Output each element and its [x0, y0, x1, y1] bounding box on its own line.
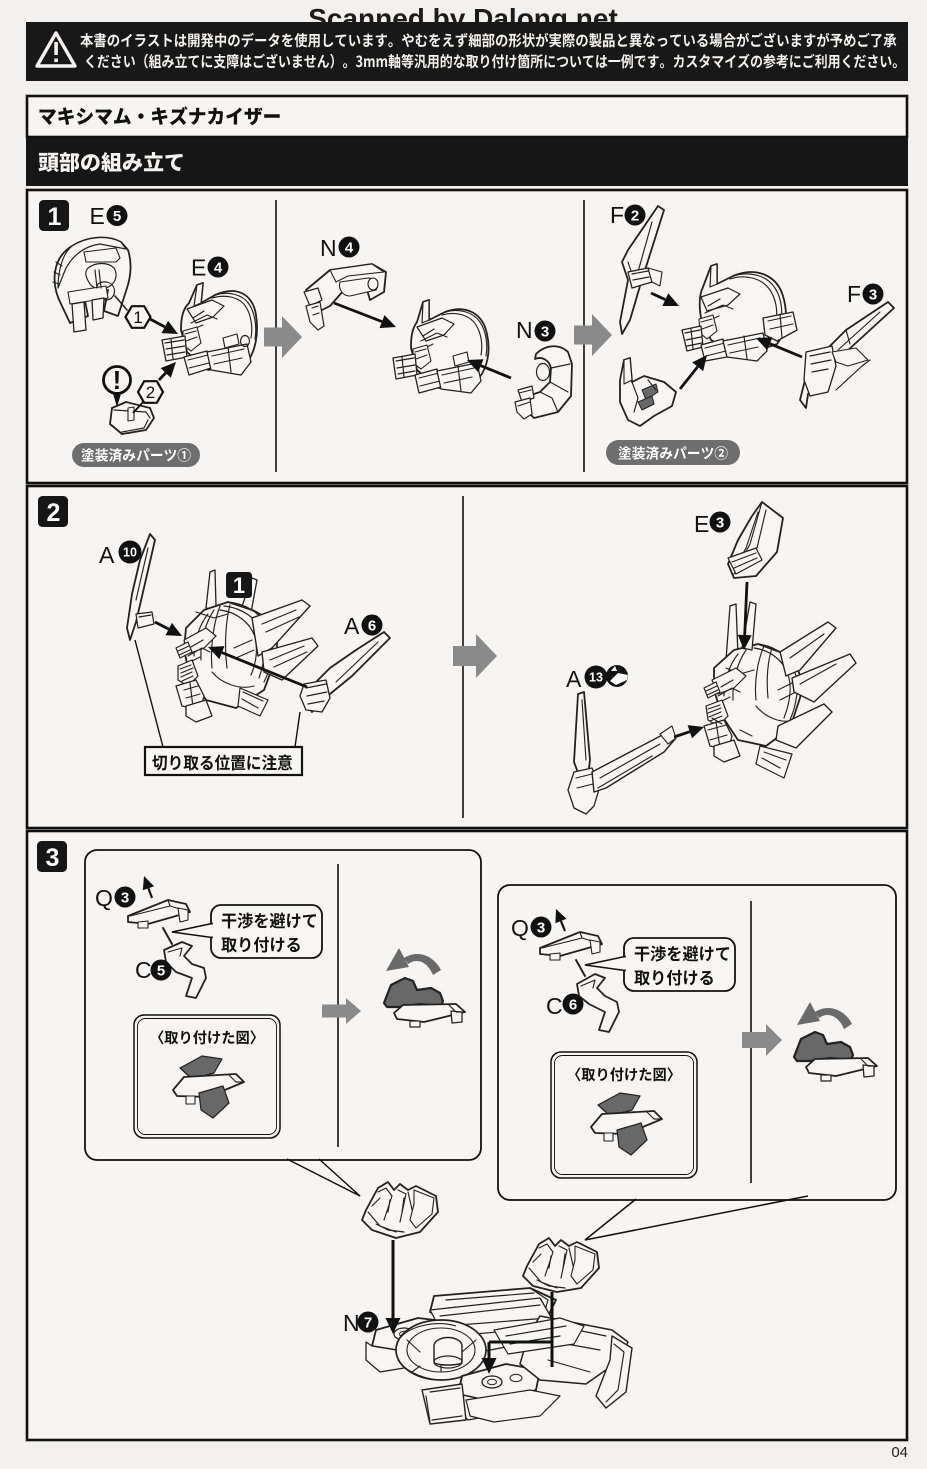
svg-text:Q: Q [95, 885, 113, 911]
svg-text:C: C [135, 957, 152, 983]
svg-text:N: N [516, 317, 533, 343]
svg-text:Q: Q [511, 915, 529, 941]
svg-text:6: 6 [368, 617, 376, 634]
svg-text:!: ! [113, 365, 122, 395]
svg-text:3: 3 [541, 323, 549, 340]
svg-text:2: 2 [146, 383, 155, 402]
svg-text:5: 5 [113, 208, 121, 225]
svg-text:3: 3 [46, 844, 60, 872]
svg-text:1: 1 [48, 203, 62, 231]
svg-text:A: A [566, 666, 582, 692]
svg-text:A: A [99, 542, 115, 568]
svg-text:4: 4 [345, 239, 354, 256]
svg-text:3: 3 [537, 919, 545, 936]
svg-text:E: E [90, 203, 105, 229]
svg-text:N: N [343, 1310, 360, 1336]
svg-text:F: F [610, 202, 624, 228]
svg-text:3: 3 [716, 514, 724, 531]
svg-text:A: A [344, 613, 360, 639]
svg-text:3: 3 [121, 889, 129, 906]
svg-text:04: 04 [891, 1444, 908, 1461]
svg-text:2: 2 [47, 499, 61, 527]
svg-text:C: C [546, 993, 563, 1019]
svg-text:E: E [191, 255, 206, 281]
svg-text:1: 1 [133, 308, 142, 327]
svg-text:6: 6 [569, 996, 577, 1013]
svg-text:10: 10 [123, 545, 137, 559]
svg-text:3: 3 [869, 286, 877, 303]
svg-text:13: 13 [589, 670, 603, 684]
svg-text:E: E [694, 511, 709, 537]
svg-text:1: 1 [233, 573, 245, 598]
svg-text:7: 7 [364, 1314, 372, 1331]
svg-text:F: F [847, 281, 861, 307]
svg-text:4: 4 [214, 259, 223, 276]
svg-text:2: 2 [631, 207, 639, 224]
svg-text:N: N [320, 235, 337, 261]
svg-text:5: 5 [157, 962, 165, 979]
